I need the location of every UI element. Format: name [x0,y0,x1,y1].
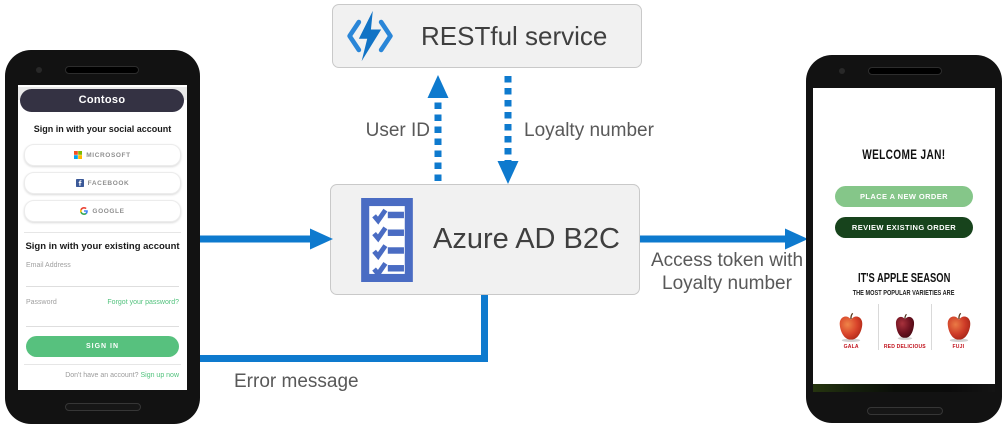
loyalty-number-label: Loyalty number [524,120,654,141]
arrow-signin-to-b2c [200,228,333,250]
arrow-loyalty-down [497,76,519,184]
error-message-label: Error message [234,371,359,392]
divider [24,364,181,365]
password-field[interactable]: Password [26,299,57,306]
signup-row: Don't have an account? Sign up now [65,372,179,379]
bottom-speaker [867,407,943,415]
email-underline [26,286,179,287]
checklist-icon [361,197,413,282]
apple-season-heading: IT'S APPLE SEASON [857,270,951,285]
functions-icon [347,10,393,62]
apple-varieties-row: GALA RED DELICIOUS [825,304,985,350]
restful-service-box: RESTful service [332,4,642,68]
restful-service-label: RESTful service [421,20,608,51]
social-signin-heading: Sign in with your social account [33,124,172,134]
google-signin-button[interactable]: GOOGLE [24,200,181,222]
sign-in-button[interactable]: SIGN IN [26,336,179,357]
azure-ad-b2c-box: Azure AD B2C [330,184,640,295]
microsoft-signin-button[interactable]: MICROSOFT [24,144,181,166]
google-logo-icon [80,207,89,215]
divider [24,232,181,233]
place-order-button[interactable]: PLACE A NEW ORDER [835,186,973,207]
fuji-apple-image [947,312,970,342]
bottom-speaker [65,403,141,411]
azure-ad-b2c-label: Azure AD B2C [433,223,620,255]
apple-cell-gala: GALA [825,304,878,350]
signin-screen: Contoso Sign in with your social account… [18,85,187,390]
review-order-button[interactable]: REVIEW EXISTING ORDER [835,217,973,238]
welcome-screen: WELCOME JAN! PLACE A NEW ORDER REVIEW EX… [813,88,995,392]
welcome-heading: WELCOME JAN! [862,146,946,162]
right-phone: WELCOME JAN! PLACE A NEW ORDER REVIEW EX… [806,55,1002,423]
error-message-connector [196,295,488,362]
email-field[interactable]: Email Address [26,262,71,269]
arrow-token-to-app [640,228,808,250]
access-token-label: Access token with Loyalty number [650,250,804,294]
earpiece-speaker [868,67,942,75]
contoso-header: Contoso [20,89,184,112]
password-underline [26,326,179,327]
signup-link[interactable]: Sign up now [140,372,179,379]
forgot-password-link[interactable]: Forgot your password? [107,299,179,306]
left-phone: Contoso Sign in with your social account… [5,50,200,424]
signup-prompt: Don't have an account? [65,372,141,379]
photo-strip [813,384,995,392]
red-delicious-apple-image [895,313,915,340]
front-camera [839,68,845,74]
facebook-signin-button[interactable]: FACEBOOK [24,172,181,194]
earpiece-speaker [65,66,139,74]
microsoft-logo-icon [74,151,83,159]
apple-season-subheading: THE MOST POPULAR VARIETIES ARE [853,290,955,297]
arrow-userid-up [427,75,449,181]
user-id-label: User ID [365,120,430,141]
gala-apple-image [840,312,863,342]
facebook-logo-icon [75,179,84,187]
apple-cell-fuji: FUJI [931,304,985,350]
apple-cell-red-delicious: RED DELICIOUS [877,304,932,350]
existing-account-heading: Sign in with your existing account [25,241,180,252]
front-camera [36,67,42,73]
